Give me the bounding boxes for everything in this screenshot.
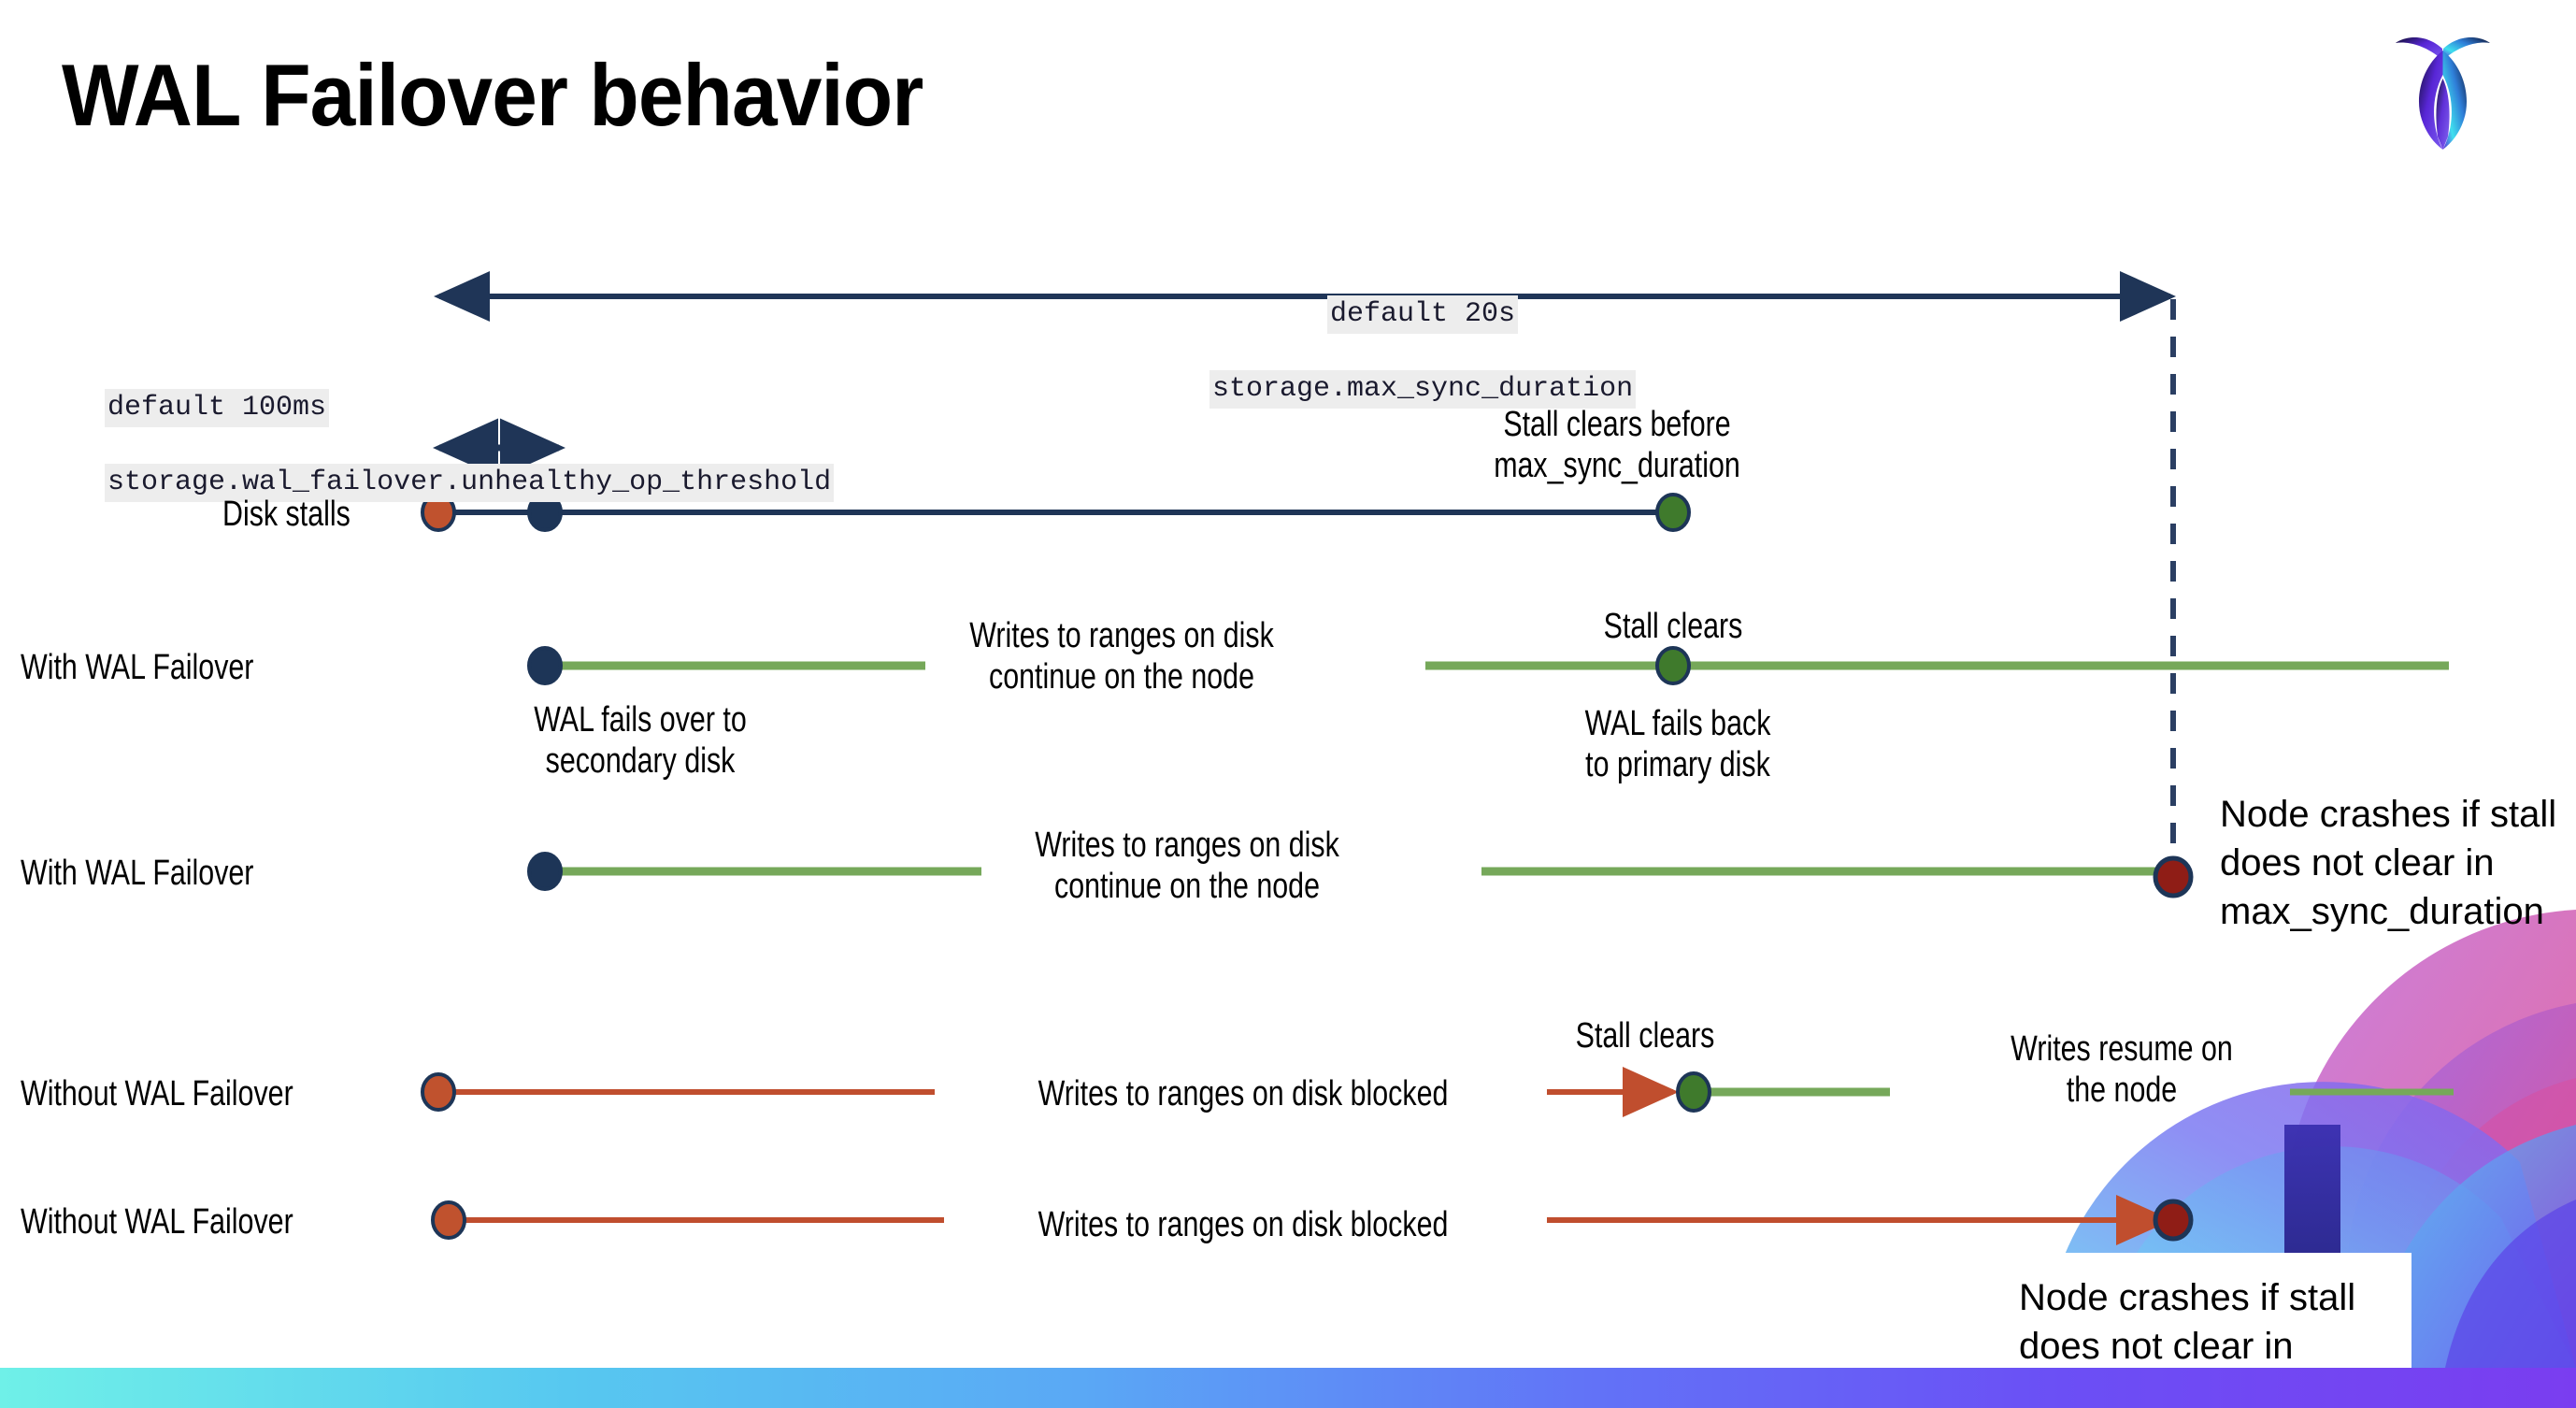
max-sync-duration-setting: storage.max_sync_duration bbox=[1209, 370, 1637, 409]
dot-node-crash-darkred bbox=[2153, 1199, 2194, 1242]
unhealthy-op-threshold-setting: storage.wal_failover.unhealthy_op_thresh… bbox=[105, 464, 835, 502]
bottom-gradient-bar bbox=[0, 1368, 2576, 1408]
row-label-with-wal-failover-1: With WAL Failover bbox=[21, 648, 254, 687]
note-wal-fails-over: WAL fails over to secondary disk bbox=[534, 700, 747, 782]
dot-failover-navy bbox=[527, 646, 563, 685]
row-label-with-wal-failover-2: With WAL Failover bbox=[21, 854, 254, 893]
note-writes-continue-2: Writes to ranges on disk continue on the… bbox=[1035, 826, 1339, 907]
row-label-without-wal-failover-1: Without WAL Failover bbox=[21, 1074, 293, 1113]
unhealthy-op-threshold-annotation: default 100ms storage.wal_failover.unhea… bbox=[37, 352, 835, 539]
page-title: WAL Failover behavior bbox=[62, 46, 923, 144]
cockroachdb-logo-icon bbox=[2396, 36, 2490, 150]
note-writes-blocked-2: Writes to ranges on disk blocked bbox=[1038, 1205, 1449, 1244]
dot-node-crash-darkred bbox=[2153, 855, 2194, 898]
dot-stall-clears-green bbox=[1655, 493, 1691, 532]
unhealthy-op-threshold-default: default 100ms bbox=[105, 389, 330, 427]
note-writes-continue-1: Writes to ranges on disk continue on the… bbox=[969, 616, 1274, 697]
note-stall-clears-1: Stall clears bbox=[1603, 607, 1743, 646]
dot-stall-clears-green bbox=[1655, 646, 1691, 685]
row-with-wal-failover-2-track bbox=[527, 852, 2194, 898]
row-label-disk-stalls: Disk stalls bbox=[222, 495, 351, 534]
max-sync-duration-annotation: default 20s storage.max_sync_duration bbox=[1142, 259, 1637, 445]
dot-stall-start-orange bbox=[421, 1072, 456, 1112]
dot-failover-navy bbox=[527, 852, 563, 891]
row-label-without-wal-failover-2: Without WAL Failover bbox=[21, 1202, 293, 1242]
row-with-wal-failover-1-track bbox=[527, 646, 2449, 685]
note-writes-resume: Writes resume on the node bbox=[2011, 1029, 2233, 1111]
row-without-wal-failover-1-track bbox=[421, 1067, 2454, 1117]
max-sync-duration-default: default 20s bbox=[1327, 295, 1519, 334]
row-without-wal-failover-2-track bbox=[431, 1195, 2194, 1245]
note-writes-blocked-1: Writes to ranges on disk blocked bbox=[1038, 1074, 1449, 1113]
dot-stall-start-orange bbox=[431, 1200, 466, 1240]
note-node-crashes-right: Node crashes if stall does not clear in … bbox=[2220, 794, 2557, 932]
note-wal-fails-back: WAL fails back to primary disk bbox=[1584, 704, 1771, 785]
note-stall-clears-before: Stall clears before max_sync_duration bbox=[1494, 405, 1740, 486]
note-stall-clears-2: Stall clears bbox=[1575, 1016, 1715, 1056]
dot-stall-clears-green bbox=[1676, 1071, 1711, 1113]
